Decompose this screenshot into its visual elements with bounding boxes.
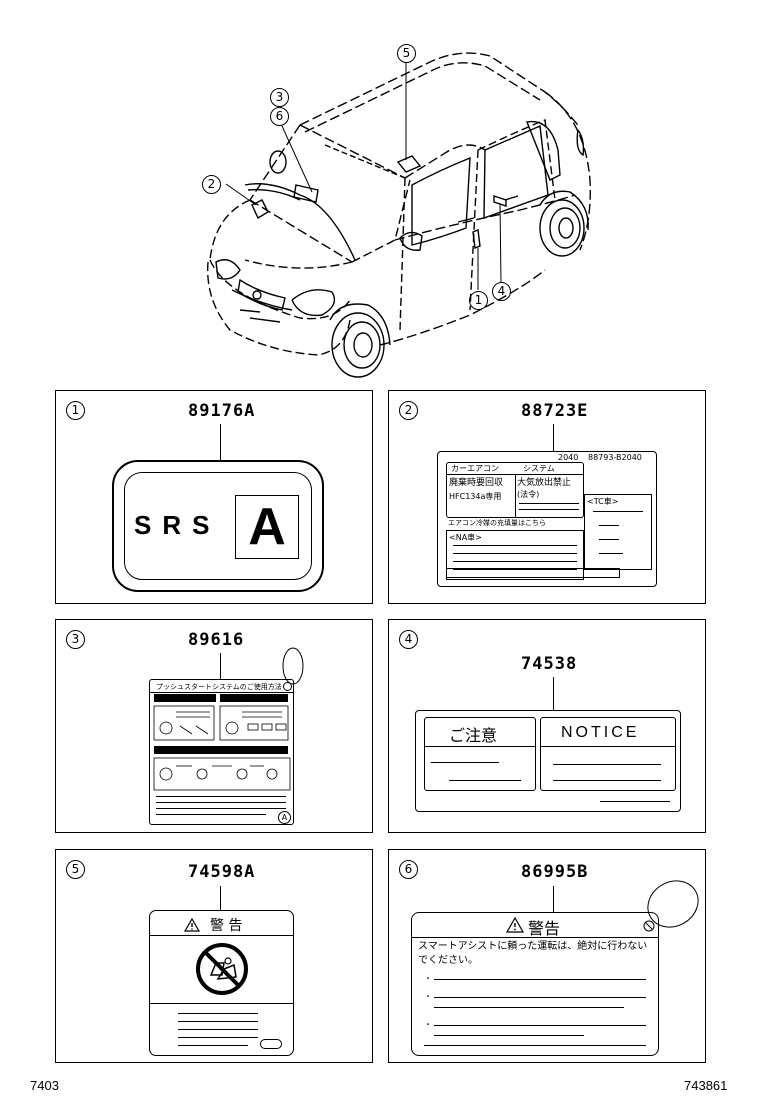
callout-5: 5	[397, 44, 416, 63]
part-number: 89176A	[188, 401, 256, 421]
panel-2: 2 88723E 2040 88793-B2040 カーエアコン システム 廃棄…	[388, 390, 706, 604]
callout-2: 2	[202, 175, 221, 194]
srs-text: SRS	[134, 510, 221, 540]
tc-box: <TC車>	[584, 494, 652, 570]
part-number: 86995B	[521, 862, 589, 882]
na-box: <NA車>	[446, 530, 584, 580]
notice-en-box: NOTICE	[540, 717, 676, 791]
part-number: 89616	[188, 630, 245, 650]
warning-icon	[183, 917, 201, 936]
part-number: 74538	[521, 654, 578, 674]
car-illustration	[206, 52, 591, 378]
airbag-a-letter: A	[248, 498, 286, 556]
panel-1: 1 89176A SRS A	[55, 390, 373, 604]
panel-4: 4 74538 ご注意 NOTICE	[388, 619, 706, 833]
code-b: 88793-B2040	[588, 453, 642, 462]
panel-3: 3 89616 プッシュスタートシステムのご使用方法	[55, 619, 373, 833]
notice-label: ご注意 NOTICE	[415, 710, 681, 812]
srs-label: SRS A	[112, 460, 324, 592]
panel-number: 1	[66, 401, 85, 420]
child-seat-warning-label: 警 告	[149, 910, 294, 1056]
callout-6: 6	[270, 107, 289, 126]
footer-left-code: 7403	[30, 1078, 59, 1093]
ac-label: 2040 88793-B2040 カーエアコン システム 廃棄時要回収 大気放出…	[437, 451, 657, 587]
panel-number: 4	[399, 630, 418, 649]
push-start-label: プッシュスタートシステムのご使用方法 A	[149, 679, 294, 825]
smart-assist-warning-label: 警告 スマートアシストに頼った運転は、絶対に行わないでください。 ・ ・ ・	[411, 912, 659, 1056]
no-child-seat-icon	[196, 943, 248, 995]
panel-number: 3	[66, 630, 85, 649]
corner-badge: A	[278, 811, 291, 824]
panel-6: 6 86995B 警告 スマートアシストに頼った運転は、絶対に行わないでください…	[388, 849, 706, 1063]
panel-number: 2	[399, 401, 418, 420]
callout-3: 3	[270, 88, 289, 107]
panel-5: 5 74598A 警 告	[55, 849, 373, 1063]
part-number: 74598A	[188, 862, 256, 882]
warning-icon	[505, 916, 525, 937]
notice-jp-box: ご注意	[424, 717, 536, 791]
hang-tag-loop	[643, 880, 699, 932]
airbag-a-box: A	[235, 495, 299, 559]
panel-number: 6	[399, 860, 418, 879]
callout-4: 4	[492, 282, 511, 301]
code-a: 2040	[558, 453, 579, 462]
footer-right-code: 743861	[684, 1078, 728, 1093]
callout-1: 1	[469, 291, 488, 310]
panel-number: 5	[66, 860, 85, 879]
part-number: 88723E	[521, 401, 589, 421]
